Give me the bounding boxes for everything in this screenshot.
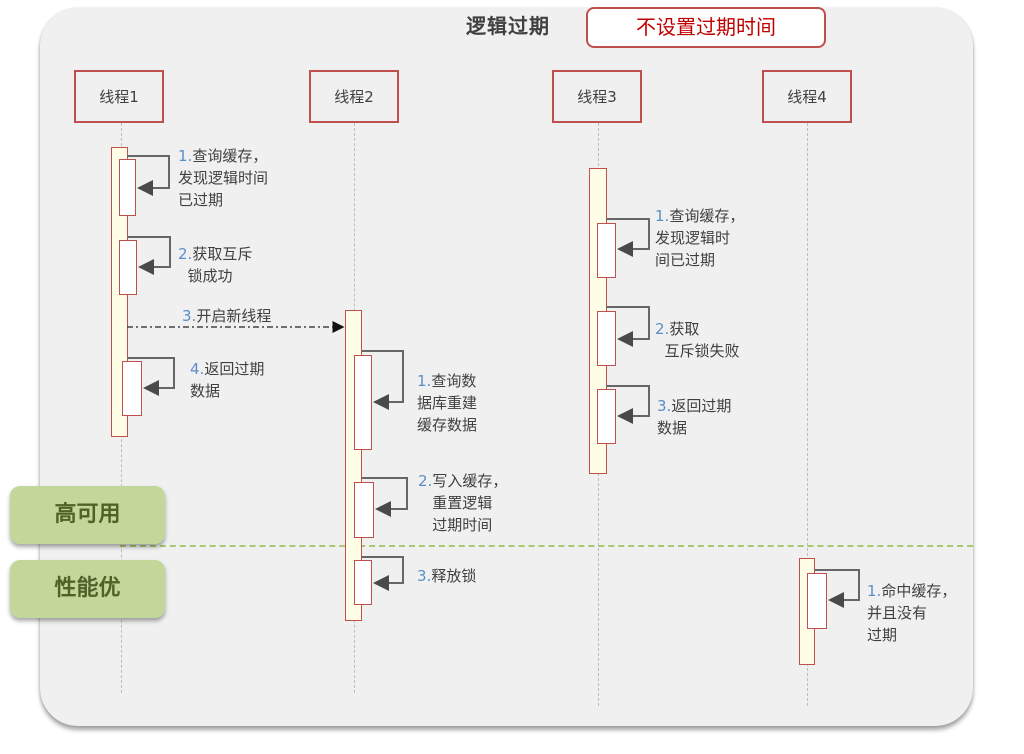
section-divider	[120, 545, 973, 547]
thread-4-step-1-activation	[807, 573, 827, 629]
thread-3-step-2-label: 2.获取 互斥锁失败	[655, 320, 740, 360]
thread-1-step-2-label: 2.获取互斥 锁成功	[178, 245, 253, 285]
thread-3-step-2-activation	[597, 311, 616, 366]
thread-2-step-3-label: 3.释放锁	[417, 567, 477, 585]
thread-2-step-2-label: 2.写入缓存， 重置逻辑 过期时间	[418, 472, 508, 534]
thread-1-step-4-label: 4.返回过期 数据	[190, 360, 265, 400]
lifeline-thread-4	[807, 123, 808, 706]
thread-3-header: 线程3	[552, 70, 642, 123]
thread-2-step-2-activation	[354, 482, 374, 538]
thread-3-step-3-activation	[597, 389, 616, 444]
thread-1-step-1-label: 1.查询缓存， 发现逻辑时间 已过期	[178, 147, 269, 209]
thread-1-step-3-label: 3.开启新线程	[182, 307, 272, 325]
thread-2-header: 线程2	[309, 70, 399, 123]
high-availability-tag: 高可用	[10, 486, 165, 544]
thread-1-step-4-activation	[122, 361, 142, 416]
thread-4-header: 线程4	[762, 70, 852, 123]
thread-1-step-2-activation	[119, 240, 137, 295]
thread-3-step-3-label: 3.返回过期 数据	[657, 397, 732, 437]
thread-2-step-1-label: 1.查询数 据库重建 缓存数据	[417, 372, 478, 434]
thread-3-step-1-label: 1.查询缓存， 发现逻辑时 间已过期	[655, 207, 745, 269]
thread-1-step-1-activation	[119, 159, 136, 216]
performance-tag: 性能优	[10, 560, 165, 618]
thread-2-step-1-activation	[354, 355, 372, 450]
thread-1-header: 线程1	[74, 70, 164, 123]
diagram-title: 逻辑过期	[466, 14, 550, 38]
no-expire-badge: 不设置过期时间	[586, 7, 826, 48]
thread-2-step-3-activation	[354, 560, 372, 605]
thread-3-step-1-activation	[597, 223, 616, 278]
thread-4-step-1-label: 1.命中缓存， 并且没有 过期	[867, 582, 957, 644]
